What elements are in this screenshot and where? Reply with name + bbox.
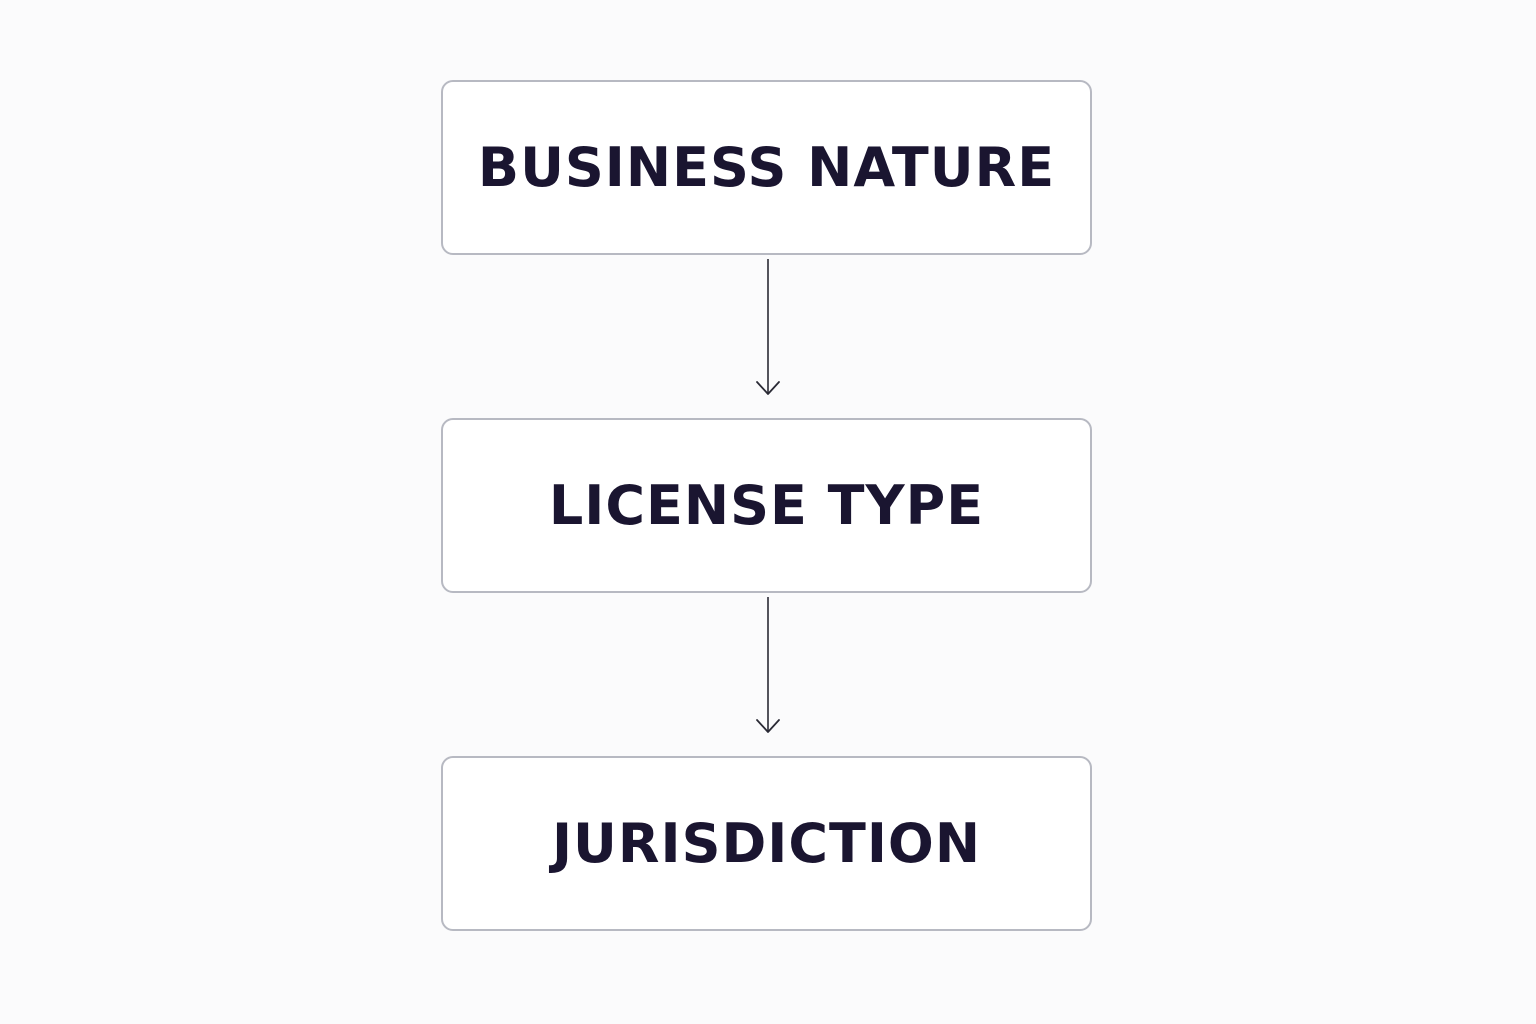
arrow-business-nature-to-license-type: [756, 259, 780, 395]
node-jurisdiction: JURISDICTION: [441, 756, 1092, 931]
node-label: JURISDICTION: [551, 812, 982, 875]
arrow-license-type-to-jurisdiction: [756, 597, 780, 733]
arrow-head-icon: [756, 719, 780, 733]
node-business-nature: BUSINESS NATURE: [441, 80, 1092, 255]
node-license-type: LICENSE TYPE: [441, 418, 1092, 593]
node-label: LICENSE TYPE: [548, 474, 985, 537]
arrow-head-icon: [756, 381, 780, 395]
node-label: BUSINESS NATURE: [477, 136, 1056, 199]
